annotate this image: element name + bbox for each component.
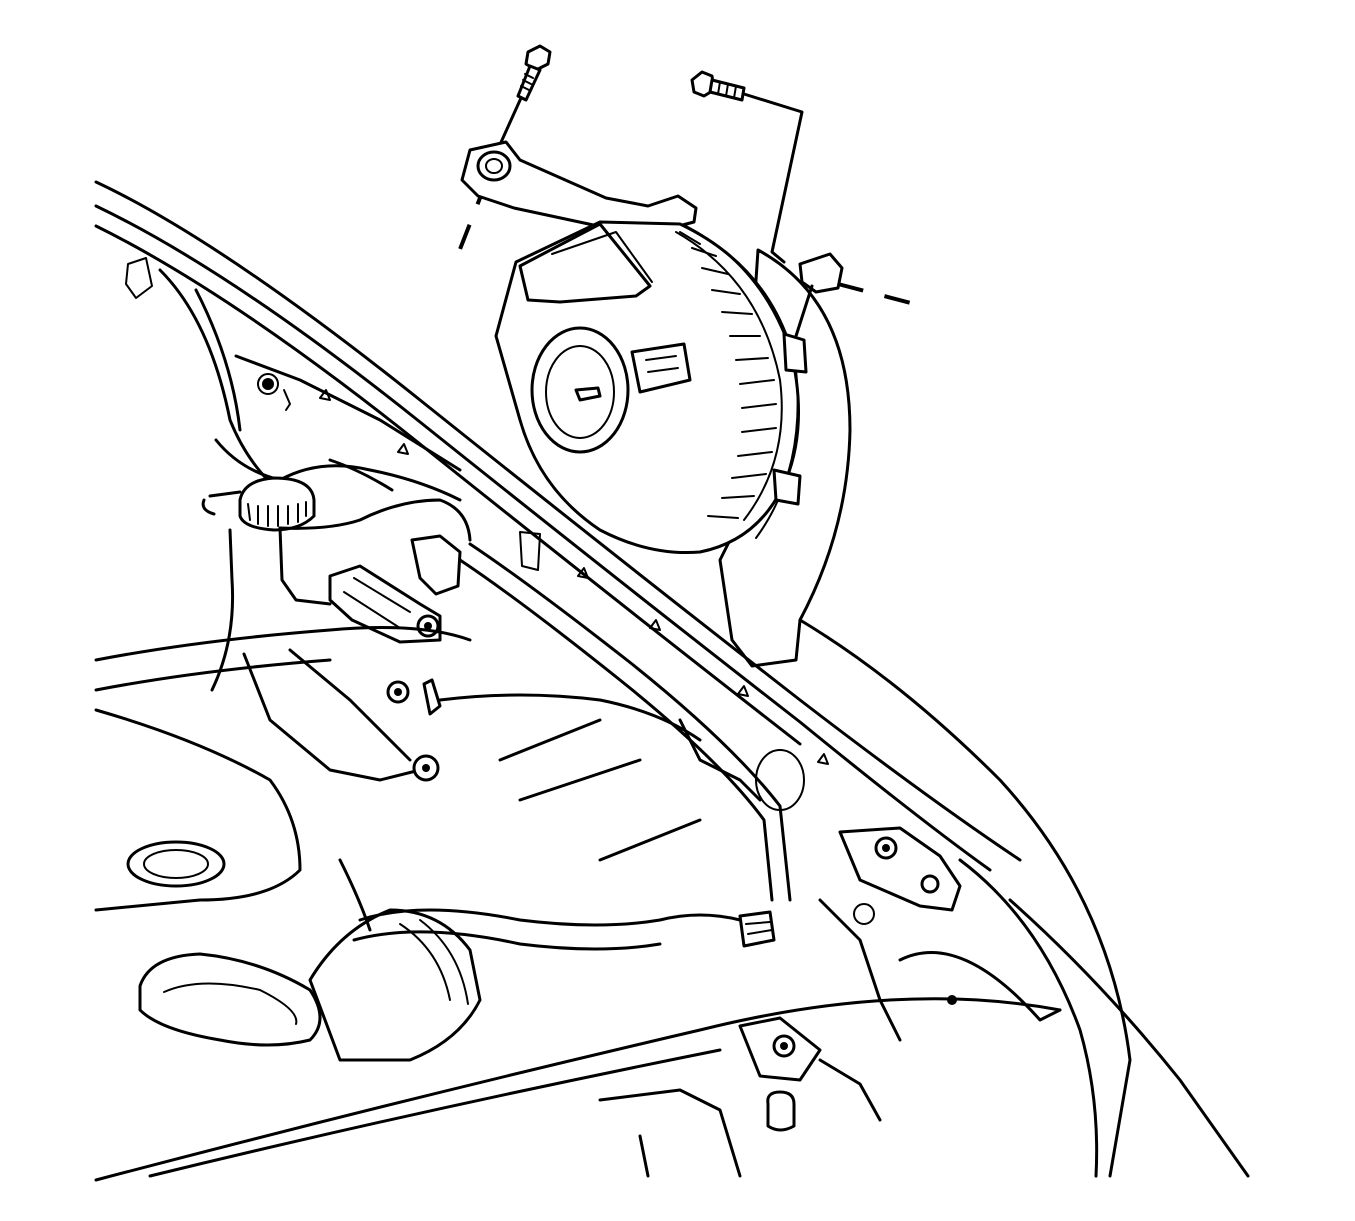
bolt-upper-right (690, 70, 804, 264)
coolant-reservoir-cap (201, 476, 472, 692)
center-panel (438, 693, 805, 862)
coolant-hose (458, 542, 792, 948)
intake-duct (138, 858, 742, 1062)
fender-bracket (818, 826, 962, 1042)
blower-motor-assembly (494, 220, 852, 668)
mounting-bracket (460, 140, 698, 238)
inner-panel (158, 268, 462, 502)
hood-seal-cowl (94, 180, 1022, 872)
fender-edge (798, 618, 1250, 1178)
engine-cover (94, 626, 472, 912)
alignment-dash-right (837, 282, 931, 310)
support-bracket (328, 531, 541, 644)
lower-support (94, 951, 1062, 1182)
